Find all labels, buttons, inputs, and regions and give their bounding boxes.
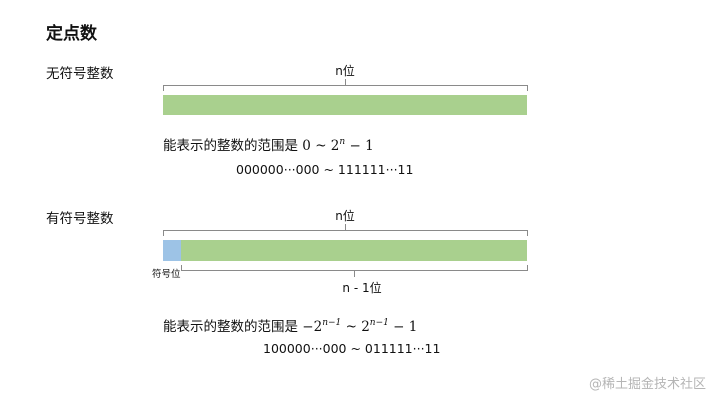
signed-width-bracket	[163, 230, 528, 236]
signed-width-label: n位	[335, 209, 355, 223]
unsigned-section-label: 无符号整数	[46, 66, 114, 82]
unsigned-range-one: 1	[365, 138, 374, 154]
watermark: @稀土掘金技术社区	[588, 377, 706, 392]
unsigned-range-tilde: ~	[315, 138, 327, 154]
magnitude-bracket	[181, 265, 528, 271]
magnitude-bracket-tick	[354, 271, 355, 277]
unsigned-binary-range: 000000···000 ~ 111111···11	[236, 162, 414, 177]
signed-range-minus: −	[393, 319, 405, 335]
unsigned-range-formula: 0 ~ 2n − 1	[302, 137, 374, 154]
unsigned-range-base: 2	[330, 138, 340, 154]
signed-range-one: 1	[408, 319, 418, 335]
page-title: 定点数	[46, 24, 97, 44]
signed-binary-range: 100000···000 ~ 011111···11	[263, 341, 441, 356]
unsigned-range-exponent: n	[339, 137, 346, 147]
signed-range-text: 能表示的整数的范围是	[163, 319, 298, 335]
signed-range-exponent-upper: n−1	[369, 318, 389, 328]
unsigned-width-bracket	[163, 85, 528, 91]
signed-range-line: 能表示的整数的范围是 −2n−1 ~ 2n−1 − 1	[163, 315, 417, 335]
unsigned-range-text: 能表示的整数的范围是	[163, 138, 298, 154]
signed-range-formula: −2n−1 ~ 2n−1 − 1	[302, 318, 418, 335]
sign-bit-label: 符号位	[152, 269, 181, 280]
signed-section-label: 有符号整数	[46, 211, 114, 227]
unsigned-bracket-tick	[345, 79, 346, 85]
signed-magnitude-bar	[181, 240, 527, 261]
unsigned-bit-bar	[163, 95, 527, 115]
signed-range-base: 2	[361, 319, 370, 335]
unsigned-range-line: 能表示的整数的范围是 0 ~ 2n − 1	[163, 134, 374, 154]
unsigned-range-lower: 0	[302, 138, 311, 154]
signed-bracket-tick	[345, 224, 346, 230]
unsigned-width-label: n位	[335, 64, 355, 78]
unsigned-range-minus: −	[349, 138, 361, 154]
signed-range-neg-base: −2	[302, 319, 323, 335]
signed-range-exponent-lower: n−1	[322, 318, 342, 328]
sign-bit-cell	[163, 240, 181, 261]
magnitude-width-label: n - 1位	[342, 281, 382, 295]
signed-range-tilde: ~	[345, 319, 357, 335]
